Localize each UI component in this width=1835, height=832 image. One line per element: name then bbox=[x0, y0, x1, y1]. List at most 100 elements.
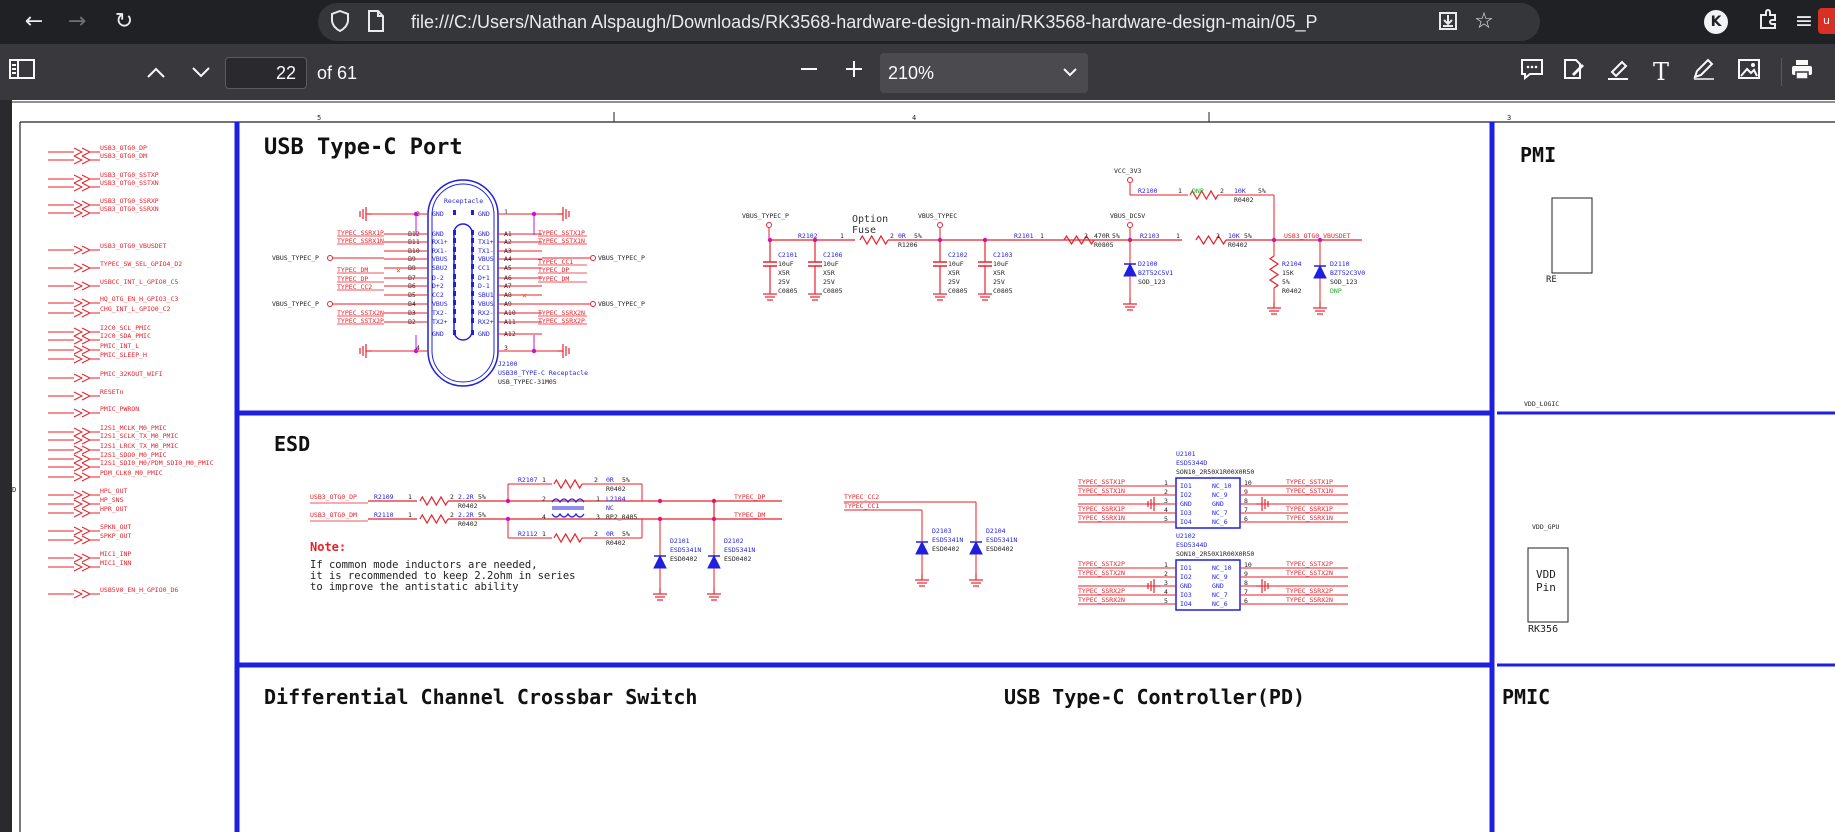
pin-marker bbox=[471, 230, 474, 235]
highlight-icon[interactable] bbox=[1604, 58, 1632, 86]
esd-array-pin: IO1 bbox=[1180, 564, 1192, 572]
forward-arrow-icon[interactable]: → bbox=[67, 9, 87, 34]
esd-array-pin: IO1 bbox=[1180, 482, 1192, 490]
esd-net-in: USB3_OTG0_DP bbox=[310, 493, 357, 501]
menu-icon[interactable]: ≡ bbox=[1794, 9, 1814, 34]
power-net-label: USB3_OTG0_VBUSDET bbox=[1284, 232, 1351, 240]
pin-number: 2 bbox=[450, 511, 454, 519]
net-port-arrow bbox=[73, 490, 92, 500]
pin-number: 2 bbox=[542, 495, 546, 503]
esd-array-net-in: TYPEC_SSRX2P bbox=[1078, 587, 1125, 595]
left-net-label: RESETn bbox=[100, 388, 124, 396]
ref-R2102: R2102 bbox=[798, 232, 818, 240]
download-icon[interactable] bbox=[1436, 10, 1460, 34]
back-arrow-icon[interactable]: ← bbox=[24, 9, 44, 34]
image-icon[interactable] bbox=[1735, 58, 1763, 86]
connector-left-net: TYPEC_SSTX2P bbox=[337, 317, 384, 325]
pin-marker bbox=[471, 318, 474, 323]
address-bar[interactable]: file:///C:/Users/Nathan Alspaugh/Downloa… bbox=[318, 3, 1540, 41]
esd-diode-ref: D2103 bbox=[932, 527, 952, 535]
option-fuse-label: Fuse bbox=[852, 225, 876, 236]
ref-D2100: D2100 bbox=[1138, 260, 1158, 268]
reload-icon[interactable]: ↻ bbox=[114, 9, 134, 34]
pin-marker bbox=[471, 255, 474, 260]
page-number-input[interactable]: 22 bbox=[225, 57, 307, 89]
pin-number: 2 bbox=[594, 476, 598, 484]
previous-page-icon[interactable] bbox=[142, 58, 170, 86]
part-value: R1206 bbox=[898, 241, 918, 249]
extensions-puzzle-icon[interactable] bbox=[1755, 8, 1783, 36]
pin-marker bbox=[453, 282, 456, 287]
net-port-arrow bbox=[73, 245, 92, 255]
part-value: R0402 bbox=[1228, 241, 1248, 249]
text-tool-icon[interactable]: T bbox=[1652, 58, 1669, 86]
cap-value: C0805 bbox=[778, 287, 798, 295]
pin-marker bbox=[453, 309, 456, 314]
cap-value: 25V bbox=[778, 278, 790, 286]
pin-number: 6 bbox=[1244, 515, 1248, 523]
left-net-label: USB3_OTG0_SSTXN bbox=[100, 179, 159, 187]
esd-array-net-in: TYPEC_SSRX2N bbox=[1078, 596, 1125, 604]
net-port-arrow bbox=[73, 445, 92, 455]
zoom-out-icon[interactable] bbox=[795, 58, 823, 86]
ref-R2112: R2112 bbox=[518, 530, 538, 538]
connector-pin-left: D+2 bbox=[432, 282, 444, 290]
part-value: SOD_123 bbox=[1330, 278, 1357, 286]
connector-left-net: TYPEC_SSRX1P bbox=[337, 229, 384, 237]
draw-pen-icon[interactable] bbox=[1690, 58, 1718, 86]
net-port-arrow bbox=[73, 327, 92, 337]
row-label-D: D bbox=[12, 486, 16, 494]
shield-icon[interactable] bbox=[328, 9, 352, 34]
comment-icon[interactable] bbox=[1518, 58, 1546, 86]
net-port-arrow bbox=[73, 281, 92, 291]
part-value: 0R bbox=[606, 476, 614, 484]
connector-pin-left: D-2 bbox=[432, 274, 444, 282]
esd-array-pin: NC_9 bbox=[1212, 573, 1228, 581]
power-net-label: VDD_LOGIC bbox=[1524, 400, 1559, 408]
pin-marker bbox=[471, 210, 474, 215]
edit-pdf-icon[interactable] bbox=[1560, 58, 1588, 86]
part-value: NC bbox=[606, 504, 614, 512]
pin-number: 1 bbox=[1178, 187, 1182, 195]
profile-avatar[interactable]: K bbox=[1704, 10, 1728, 34]
bookmark-star-icon[interactable]: ☆ bbox=[1474, 9, 1494, 34]
sidebar-toggle-icon[interactable] bbox=[8, 58, 36, 86]
next-page-icon[interactable] bbox=[187, 58, 215, 86]
esd-array-value: ESD5344D bbox=[1176, 541, 1207, 549]
pin-number: 9 bbox=[1244, 488, 1248, 496]
url-text[interactable]: file:///C:/Users/Nathan Alspaugh/Downloa… bbox=[411, 12, 1318, 32]
partial-box bbox=[1527, 547, 1569, 623]
zoom-in-icon[interactable] bbox=[840, 58, 868, 86]
connector-pin-left: VBUS bbox=[432, 300, 448, 308]
print-icon[interactable] bbox=[1788, 58, 1816, 86]
connector-pin-left: SBU2 bbox=[432, 264, 448, 272]
zoom-select[interactable]: 210% bbox=[880, 53, 1088, 93]
part-value: ESD0402 bbox=[724, 555, 751, 563]
cap-value: 25V bbox=[948, 278, 960, 286]
part-value: 5% bbox=[1244, 232, 1252, 240]
esd-array-net-in: TYPEC_SSRX1N bbox=[1078, 514, 1125, 522]
connector-pin-right: VBUS bbox=[478, 300, 494, 308]
net-port-arrow bbox=[73, 354, 92, 364]
esd-array-pin: IO3 bbox=[1180, 509, 1192, 517]
net-port-arrow bbox=[73, 562, 92, 572]
ublock-badge[interactable]: u bbox=[1818, 8, 1835, 34]
power-net-label: VCC_3V3 bbox=[1114, 167, 1141, 175]
pin-number: 1 bbox=[1040, 232, 1044, 240]
part-value: SOD_123 bbox=[1138, 278, 1165, 286]
diode-D2101 bbox=[653, 554, 667, 569]
column-label-4: 4 bbox=[912, 114, 916, 122]
net-port-arrow bbox=[73, 174, 92, 184]
part-value: 5% bbox=[1258, 187, 1266, 195]
power-port bbox=[590, 301, 596, 307]
esd-array-net-out: TYPEC_SSRX2P bbox=[1286, 587, 1333, 595]
esd-array-net-in: TYPEC_SSRX1P bbox=[1078, 505, 1125, 513]
pin-number: 9 bbox=[1244, 570, 1248, 578]
connector-value: USB30_TYPE-C Receptacle bbox=[498, 369, 588, 377]
left-net-label: HQ_OTG_EN_H_GPIO3_C3 bbox=[100, 295, 178, 303]
connector-right-net: TYPEC_DP bbox=[538, 266, 569, 274]
esd-array-pin: NC_6 bbox=[1212, 518, 1228, 526]
part-value: 5% bbox=[914, 232, 922, 240]
part-value: 5% bbox=[622, 530, 630, 538]
